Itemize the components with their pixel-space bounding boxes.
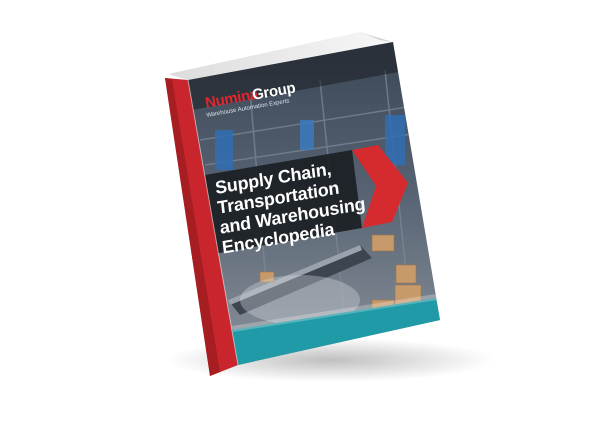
footer-band [232, 298, 440, 365]
book-cover [188, 42, 440, 365]
page-edge-top [168, 32, 393, 80]
title-band [205, 150, 362, 254]
chevron-arrow-icon [352, 145, 408, 228]
book-illustration [165, 32, 495, 382]
book-scene: Numina Group Warehouse Automation Expert… [165, 32, 495, 382]
